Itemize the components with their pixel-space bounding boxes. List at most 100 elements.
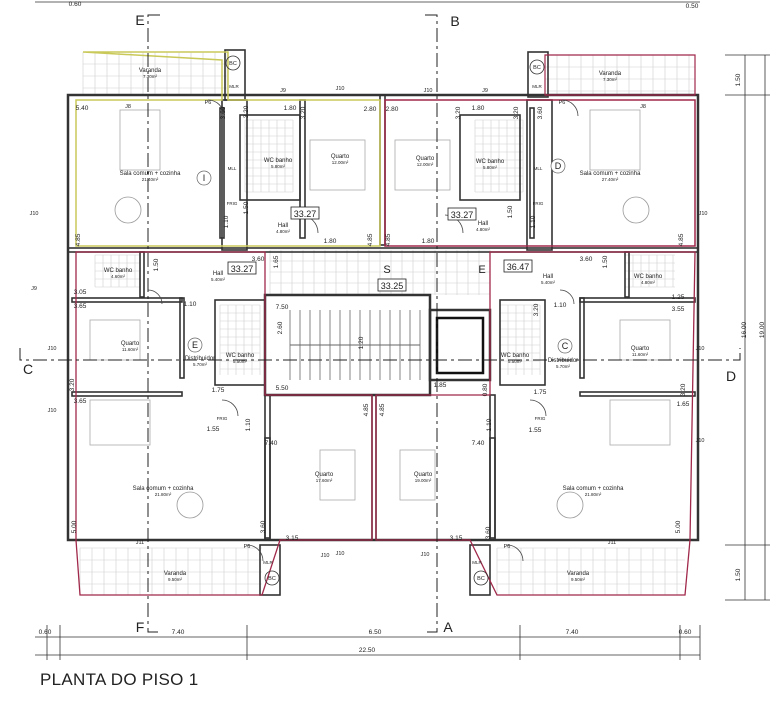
dimension-label: 4.85 — [75, 233, 82, 246]
dimension-label: 7.50 — [276, 304, 289, 311]
dimension-label: 3.20 — [513, 106, 520, 119]
furniture — [309, 139, 366, 191]
dimension-label: 3.20 — [680, 383, 687, 396]
dimension-label: 5.40 — [76, 105, 89, 112]
dimension-label: 3.60 — [220, 106, 227, 119]
unit-outline-top-left — [75, 51, 381, 247]
furniture — [119, 109, 161, 171]
dimension-label: 3.55 — [672, 306, 685, 313]
wall — [139, 251, 145, 298]
wall — [459, 114, 521, 201]
room-area: 9.50m² — [168, 577, 183, 582]
section-mark: F — [136, 619, 145, 635]
unit-outline-top-right — [384, 99, 696, 247]
tile-pattern — [496, 547, 685, 595]
room-name: Hall — [278, 223, 288, 229]
room-name: Varanda — [599, 71, 622, 77]
opening-label: J10 — [696, 346, 705, 352]
opening-label: P6 — [244, 544, 251, 550]
wall — [579, 297, 585, 379]
opening-label: P6 — [205, 100, 212, 106]
dimension-label: 1.85 — [434, 382, 447, 389]
room-name: Varanda — [567, 571, 590, 577]
area-badge-box — [227, 261, 257, 275]
opening-label: J10 — [696, 438, 705, 444]
door-swing — [221, 399, 239, 417]
room-name: Varanda — [164, 571, 187, 577]
furniture — [89, 399, 151, 446]
dimension-label: 7.40 — [566, 629, 579, 636]
unit-mark-circle — [557, 338, 573, 354]
wall — [499, 299, 546, 386]
dimension-label: 1.10 — [184, 301, 197, 308]
furniture — [319, 449, 356, 501]
dimension-label: 3.20 — [69, 378, 76, 391]
room-name: Hall — [478, 221, 488, 227]
room-area: 7.30m² — [603, 77, 618, 82]
room-area: 5.70m² — [193, 362, 208, 367]
opening-label: J11 — [136, 540, 144, 546]
dimension-label: 1.55 — [529, 427, 542, 434]
dimension-label: 1.65 — [273, 255, 280, 268]
dimension-label: 0.80 — [482, 383, 489, 396]
opening-label: J10 — [336, 86, 345, 92]
fixture-label: FRIG — [535, 416, 546, 421]
section-mark: E — [135, 12, 144, 28]
section-mark: B — [450, 13, 459, 29]
wall — [469, 544, 491, 596]
furniture — [89, 319, 141, 361]
room-area: 5.50m² — [233, 359, 248, 364]
dimension-label: 0.60 — [69, 1, 82, 8]
wall — [264, 437, 271, 539]
wall — [527, 51, 549, 98]
dining-table — [114, 196, 142, 224]
dining-table — [622, 196, 650, 224]
dimension-label: 1.80 — [472, 105, 485, 112]
boiler-circle — [264, 570, 280, 586]
section-mark: C — [23, 361, 33, 377]
wall — [579, 391, 696, 397]
wall — [489, 437, 496, 539]
dimension-label: 1.10 — [486, 418, 493, 431]
dimension-label: 4.85 — [363, 403, 370, 416]
room-area: 5.70m² — [556, 364, 571, 369]
room-name: Quarto — [121, 341, 140, 347]
boiler-circle — [225, 55, 241, 71]
dimension-label: 3.20 — [300, 106, 307, 119]
area-badge: 36.47 — [507, 262, 530, 272]
dimension-label: 1.50 — [243, 201, 250, 214]
dimension-label: 2.80 — [364, 106, 377, 113]
section-line-e-f — [147, 14, 160, 633]
area-badge: 33.27 — [231, 264, 254, 274]
furniture — [394, 139, 451, 191]
tile-pattern — [79, 547, 262, 595]
dimension-label: 1.10 — [554, 302, 567, 309]
dimension-label: 3.20 — [533, 303, 540, 316]
dining-table — [176, 491, 204, 519]
fixture-label: MLR — [472, 560, 482, 565]
section-line-b-a — [425, 14, 438, 633]
unit-outline-bottom-right — [375, 251, 696, 596]
dimension-label: 3.60 — [260, 520, 267, 533]
unit-mark-circle — [187, 337, 203, 353]
opening-label: J10 — [424, 88, 433, 94]
opening-label: P6 — [504, 544, 511, 550]
room-name: Distribuidor — [548, 358, 578, 364]
room-area: 11.60m² — [632, 352, 649, 357]
opening-label: J9 — [31, 286, 37, 292]
room-area: 9.50m² — [571, 577, 586, 582]
unit-mark: I — [203, 173, 206, 183]
dimension-label: 1.25 — [672, 294, 685, 301]
furniture — [589, 109, 641, 171]
unit-mark: E — [192, 340, 198, 350]
room-name: WC banho — [264, 158, 293, 164]
dimension-label: 1.50 — [602, 255, 609, 268]
dimension-label: 5.50 — [276, 385, 289, 392]
area-badge: 33.25 — [381, 281, 404, 291]
room-name: Sala comum + cozinha — [120, 171, 182, 177]
dimension-label: 1.65 — [677, 401, 690, 408]
room-name: WC banho — [104, 268, 133, 274]
dimension-label: 3.60 — [580, 256, 593, 263]
room-name: Sala comum + cozinha — [580, 171, 642, 177]
